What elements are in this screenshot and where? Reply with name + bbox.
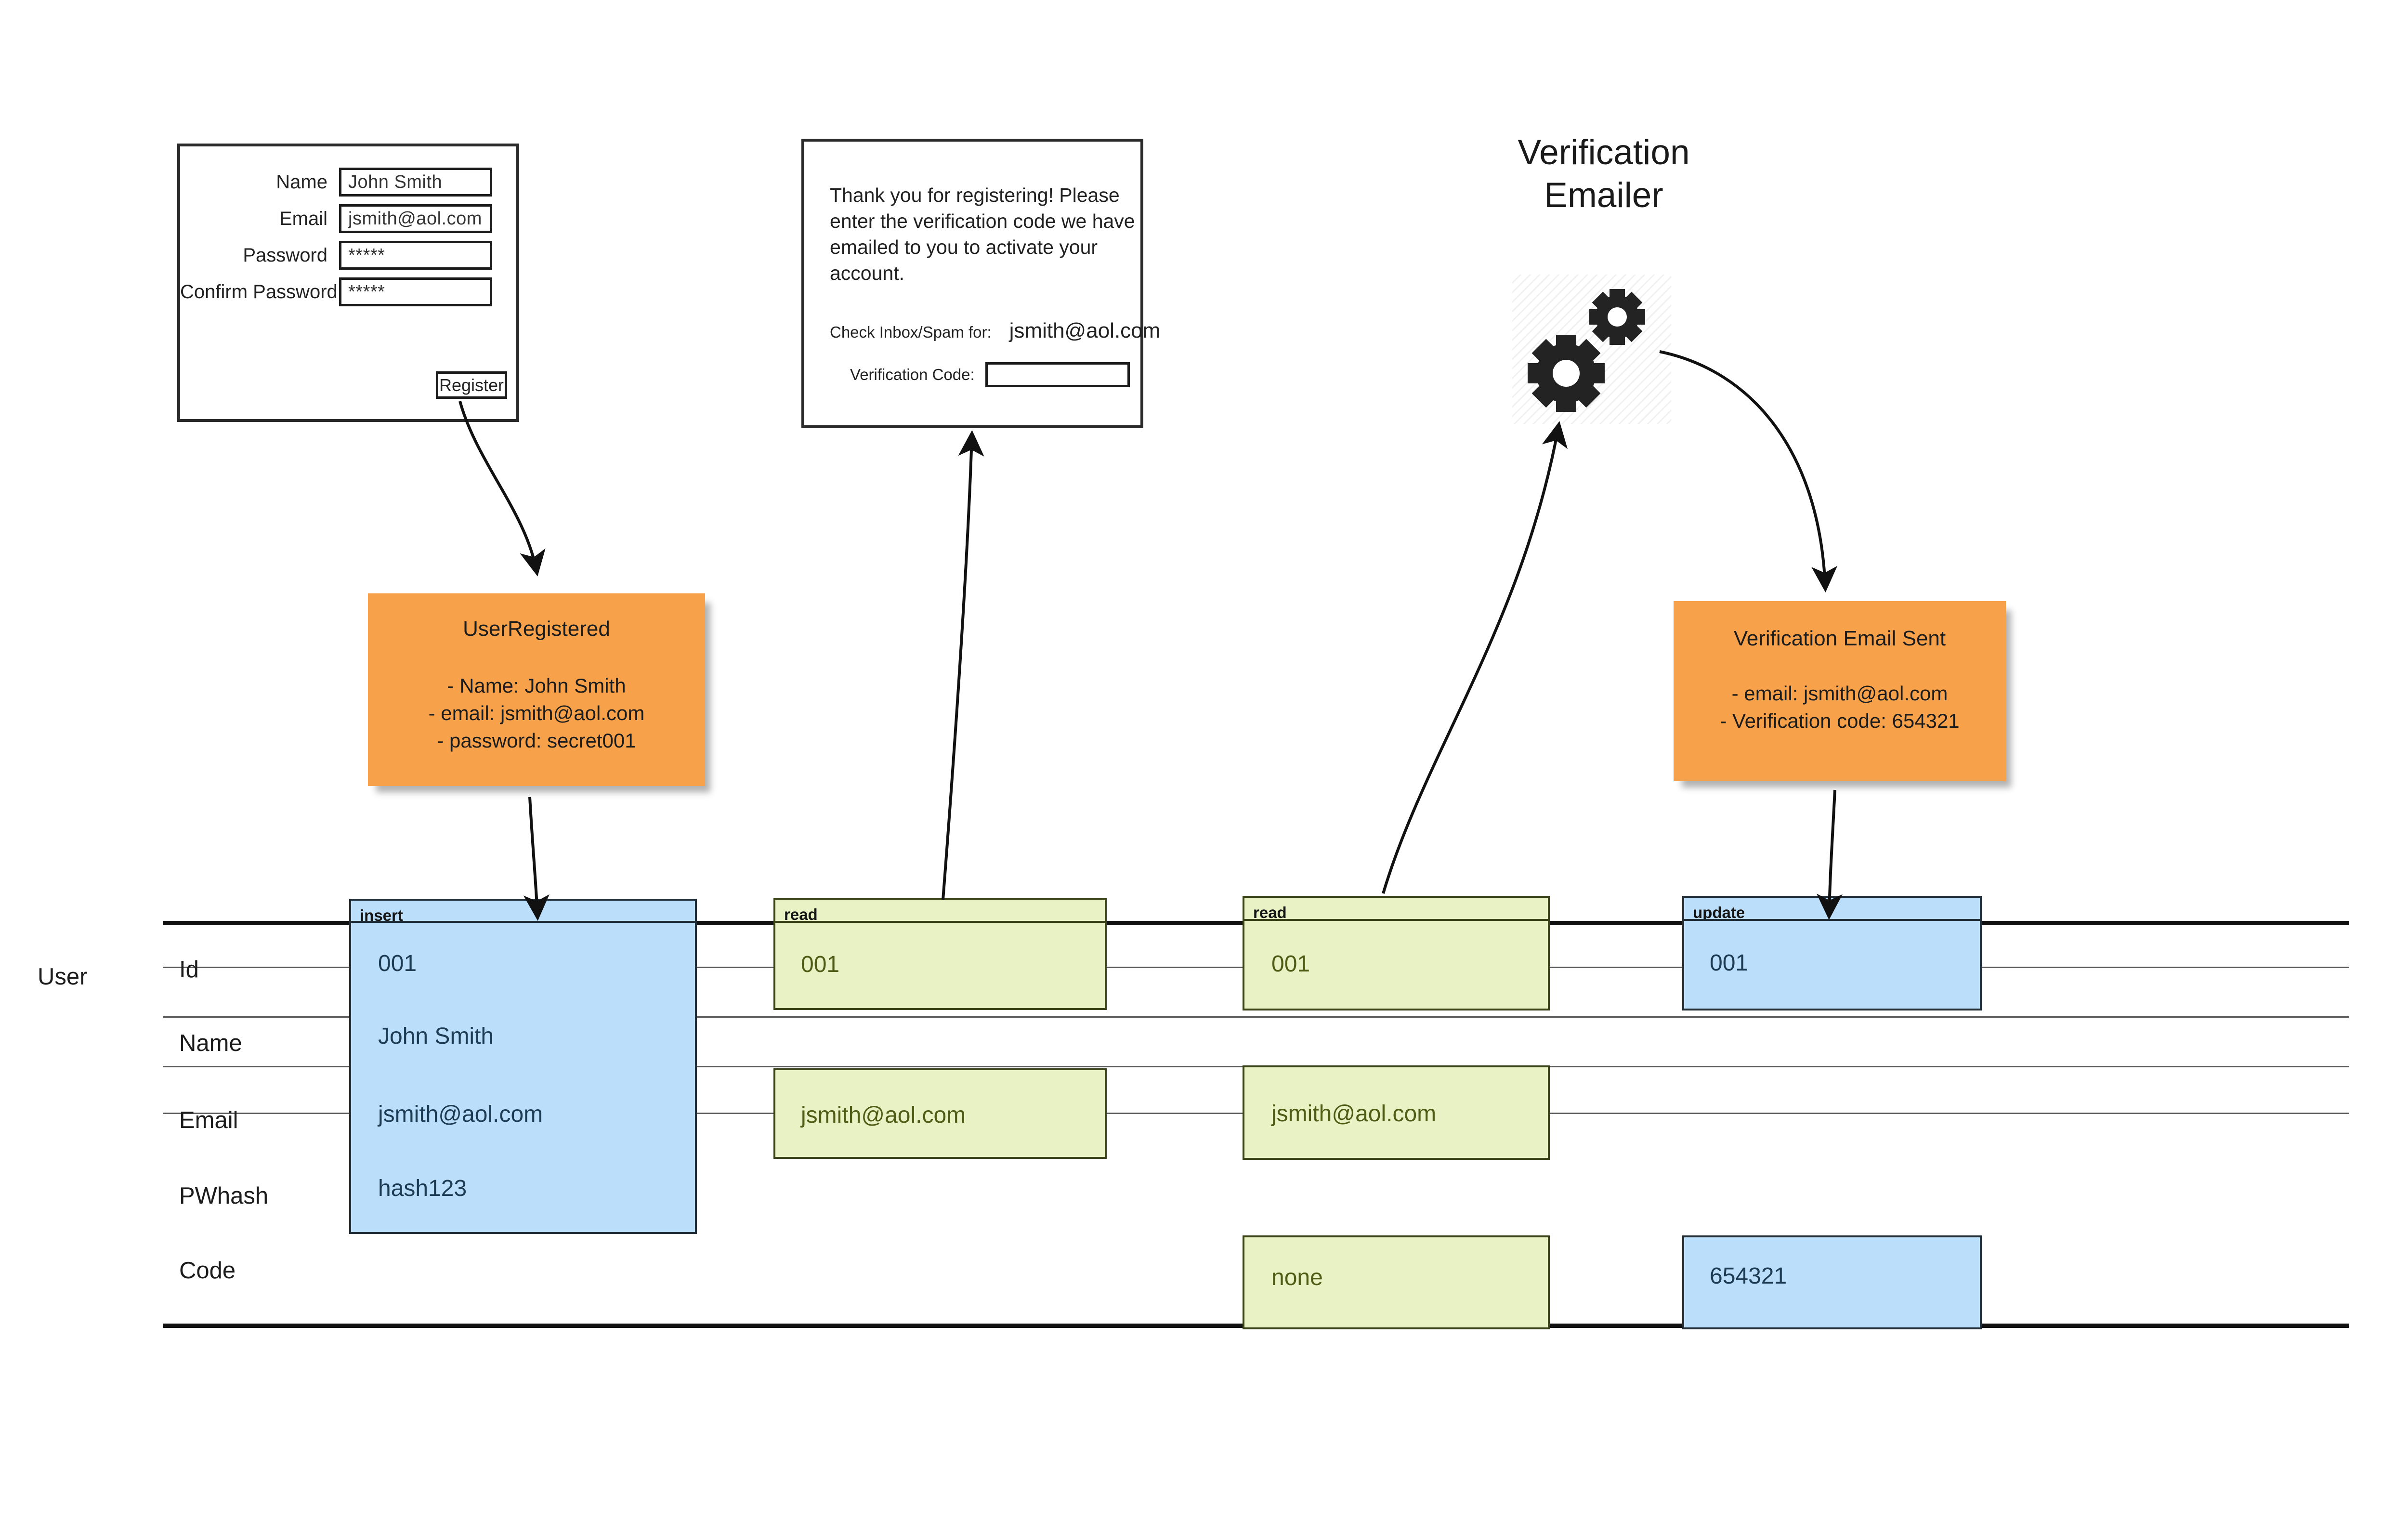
cell-insert-email: jsmith@aol.com bbox=[378, 1102, 543, 1127]
cell-read2-email: jsmith@aol.com bbox=[1271, 1101, 1437, 1127]
cell-read2-code: none bbox=[1271, 1265, 1323, 1290]
event-line: - password: secret001 bbox=[437, 729, 636, 752]
inbox-row: Check Inbox/Spam for: jsmith@aol.com bbox=[830, 319, 1160, 343]
form-row-email: Email jsmith@aol.com bbox=[180, 204, 492, 233]
cell-read1-id: 001 bbox=[801, 952, 840, 977]
op-block-update-code[interactable] bbox=[1682, 1235, 1982, 1329]
cell-update-code: 654321 bbox=[1710, 1263, 1787, 1289]
event-card-user-registered: UserRegistered - Name: John Smith - emai… bbox=[368, 593, 705, 786]
emailer-title-line2: Emailer bbox=[1544, 176, 1663, 215]
confirm-password-input[interactable]: ***** bbox=[339, 277, 492, 306]
gears-icon bbox=[1512, 275, 1671, 424]
field-label-id: Id bbox=[179, 957, 199, 983]
name-input[interactable]: John Smith bbox=[339, 168, 492, 197]
field-label-password: Password bbox=[243, 244, 327, 266]
event-card-verification-email-sent: Verification Email Sent - email: jsmith@… bbox=[1674, 601, 2006, 781]
password-input[interactable]: ***** bbox=[339, 241, 492, 270]
field-label-name: Name bbox=[276, 171, 327, 193]
cell-read2-id: 001 bbox=[1271, 951, 1310, 977]
event-line: - email: jsmith@aol.com bbox=[428, 701, 645, 724]
field-label-code: Code bbox=[179, 1258, 236, 1284]
verification-code-input[interactable] bbox=[985, 362, 1130, 387]
field-label-email: Email bbox=[279, 208, 327, 229]
field-label-confirm-password: Confirm Password bbox=[180, 281, 338, 302]
cell-insert-name: John Smith bbox=[378, 1023, 494, 1049]
event-body: - email: jsmith@aol.com - Verification c… bbox=[1674, 680, 2006, 735]
inbox-email-value: jsmith@aol.com bbox=[1009, 319, 1161, 342]
emailer-title: Verification Emailer bbox=[1426, 131, 1782, 217]
event-title: Verification Email Sent bbox=[1733, 627, 1946, 650]
event-line: - Name: John Smith bbox=[447, 674, 626, 697]
email-input[interactable]: jsmith@aol.com bbox=[339, 204, 492, 233]
op-header-insert[interactable]: insert bbox=[349, 899, 697, 924]
thank-you-message: Thank you for registering! Please enter … bbox=[830, 184, 1135, 285]
op-block-read-2-id[interactable] bbox=[1243, 919, 1550, 1010]
form-row-confirm-password: Confirm Password ***** bbox=[180, 277, 492, 306]
table-rule bbox=[163, 1016, 2349, 1018]
op-block-read-1-id[interactable] bbox=[773, 921, 1107, 1010]
arrow-emailer-to-emailsent bbox=[1659, 350, 1838, 592]
cell-insert-id: 001 bbox=[378, 951, 417, 976]
cell-insert-pwhash: hash123 bbox=[378, 1176, 467, 1201]
register-button[interactable]: Register bbox=[436, 371, 507, 399]
form-row-name: Name John Smith bbox=[180, 168, 492, 197]
arrow-read2-to-emailer bbox=[1382, 421, 1568, 894]
emailer-title-line1: Verification bbox=[1518, 133, 1690, 172]
event-line: - Verification code: 654321 bbox=[1720, 709, 1960, 732]
cell-read1-email: jsmith@aol.com bbox=[801, 1102, 966, 1128]
event-body: - Name: John Smith - email: jsmith@aol.c… bbox=[368, 672, 705, 754]
field-label-pwhash: PWhash bbox=[179, 1183, 269, 1209]
inbox-label: Check Inbox/Spam for: bbox=[830, 323, 992, 341]
event-line: - email: jsmith@aol.com bbox=[1731, 682, 1948, 705]
verification-code-label: Verification Code: bbox=[850, 366, 975, 383]
arrow-read1-to-dialog bbox=[942, 430, 984, 900]
op-block-update-id[interactable] bbox=[1682, 919, 1982, 1010]
op-block-read-2-code[interactable] bbox=[1243, 1235, 1550, 1329]
op-header-read-1[interactable]: read bbox=[773, 898, 1107, 923]
event-title: UserRegistered bbox=[463, 617, 610, 641]
entity-label: User bbox=[38, 964, 88, 990]
registration-form-window: Name John Smith Email jsmith@aol.com Pas… bbox=[177, 144, 519, 422]
op-header-update[interactable]: update bbox=[1682, 896, 1982, 921]
cell-update-id: 001 bbox=[1710, 950, 1749, 976]
op-header-read-2[interactable]: read bbox=[1243, 896, 1550, 921]
op-block-read-2-email[interactable] bbox=[1243, 1065, 1550, 1160]
arrow-register-to-userregistered bbox=[458, 401, 546, 577]
thank-you-dialog: Thank you for registering! Please enter … bbox=[801, 139, 1160, 428]
form-row-password: Password ***** bbox=[180, 241, 492, 270]
arrow-userregistered-to-insert bbox=[523, 797, 550, 921]
op-block-read-1-email[interactable] bbox=[773, 1068, 1107, 1159]
field-label-email: Email bbox=[179, 1107, 238, 1133]
op-block-insert[interactable] bbox=[349, 921, 697, 1234]
field-label-name: Name bbox=[179, 1030, 242, 1056]
verification-code-row: Verification Code: bbox=[850, 362, 1130, 387]
